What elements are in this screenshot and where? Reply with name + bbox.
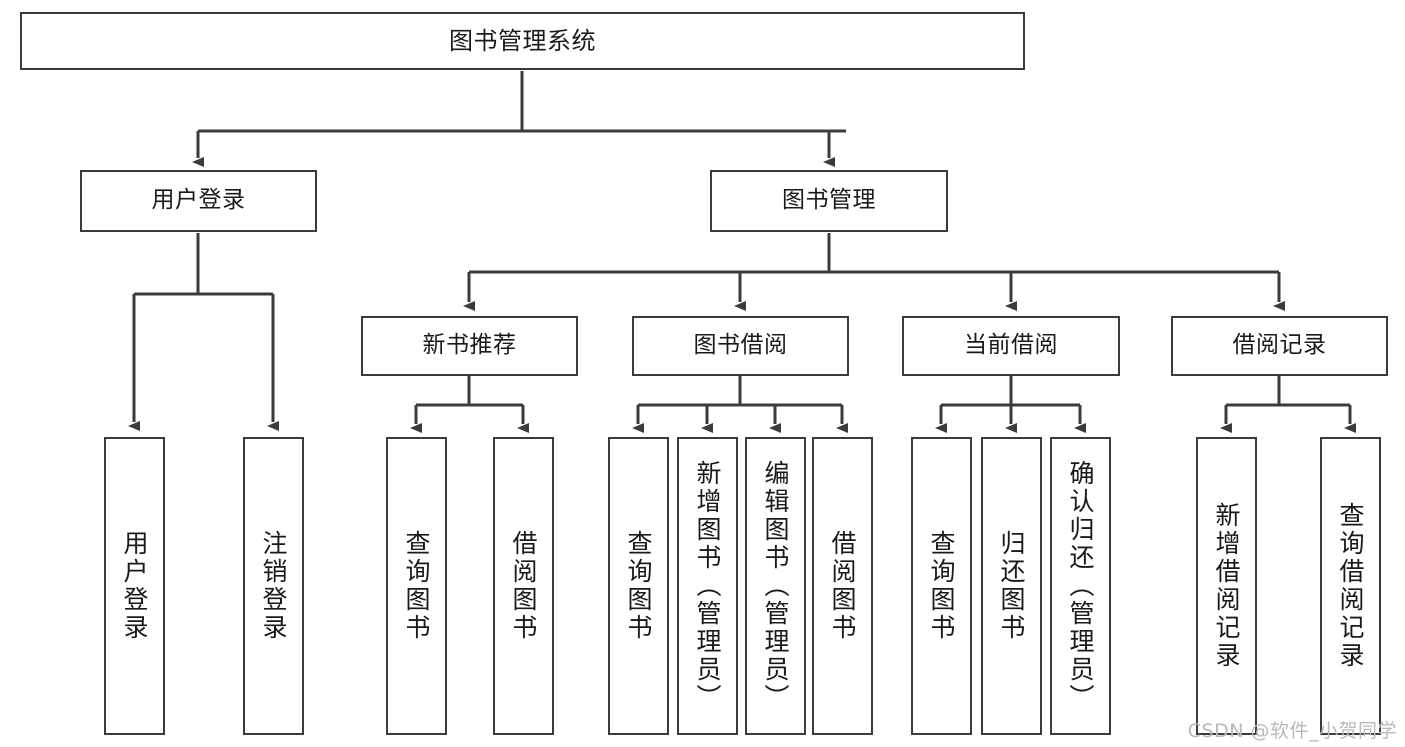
leaf-return-book[interactable]: 归还图书 [981, 437, 1042, 735]
leaf-user-login[interactable]: 用户登录 [104, 437, 165, 735]
node-current-borrow[interactable]: 当前借阅 [902, 316, 1120, 376]
node-label: 新增图书（管理员） [693, 460, 722, 712]
node-label: 图书管理系统 [449, 26, 596, 55]
node-root-book-management-system[interactable]: 图书管理系统 [20, 12, 1025, 70]
leaf-borrow-book[interactable]: 借阅图书 [812, 437, 873, 735]
node-label: 查询图书 [927, 530, 956, 642]
leaf-logout[interactable]: 注销登录 [243, 437, 304, 735]
leaf-add-book-admin[interactable]: 新增图书（管理员） [677, 437, 738, 735]
leaf-confirm-return-admin[interactable]: 确认归还（管理员） [1050, 437, 1111, 735]
node-label: 图书管理 [782, 187, 876, 214]
node-label: 查询借阅记录 [1336, 502, 1365, 670]
node-borrow-record[interactable]: 借阅记录 [1171, 316, 1388, 376]
node-book-borrow[interactable]: 图书借阅 [632, 316, 849, 376]
node-label: 借阅图书 [828, 530, 857, 642]
node-label: 确认归还（管理员） [1066, 460, 1095, 712]
node-label: 用户登录 [120, 530, 149, 642]
leaf-add-borrow-record[interactable]: 新增借阅记录 [1196, 437, 1257, 735]
leaf-query-book-borrow[interactable]: 查询图书 [608, 437, 669, 735]
node-new-book-recommend[interactable]: 新书推荐 [361, 316, 578, 376]
leaf-borrow-book-recommend[interactable]: 借阅图书 [493, 437, 554, 735]
node-label: 查询图书 [624, 530, 653, 642]
leaf-edit-book-admin[interactable]: 编辑图书（管理员） [745, 437, 806, 735]
watermark-text: CSDN @软件_小贺同学 [1187, 720, 1397, 742]
leaf-query-borrow-record[interactable]: 查询借阅记录 [1320, 437, 1381, 735]
node-label: 用户登录 [151, 187, 246, 214]
leaf-query-book-recommend[interactable]: 查询图书 [386, 437, 447, 735]
node-label: 编辑图书（管理员） [761, 460, 790, 712]
node-label: 图书借阅 [693, 332, 788, 359]
leaf-query-book-current[interactable]: 查询图书 [911, 437, 972, 735]
node-label: 新书推荐 [422, 332, 517, 359]
node-label: 注销登录 [259, 530, 288, 642]
node-label: 归还图书 [997, 530, 1026, 642]
node-user-login[interactable]: 用户登录 [80, 170, 317, 232]
node-label: 借阅记录 [1232, 332, 1327, 359]
node-label: 借阅图书 [509, 530, 538, 642]
node-label: 新增借阅记录 [1212, 502, 1241, 670]
node-book-management[interactable]: 图书管理 [710, 170, 948, 232]
node-label: 查询图书 [402, 530, 431, 642]
node-label: 当前借阅 [964, 332, 1058, 359]
